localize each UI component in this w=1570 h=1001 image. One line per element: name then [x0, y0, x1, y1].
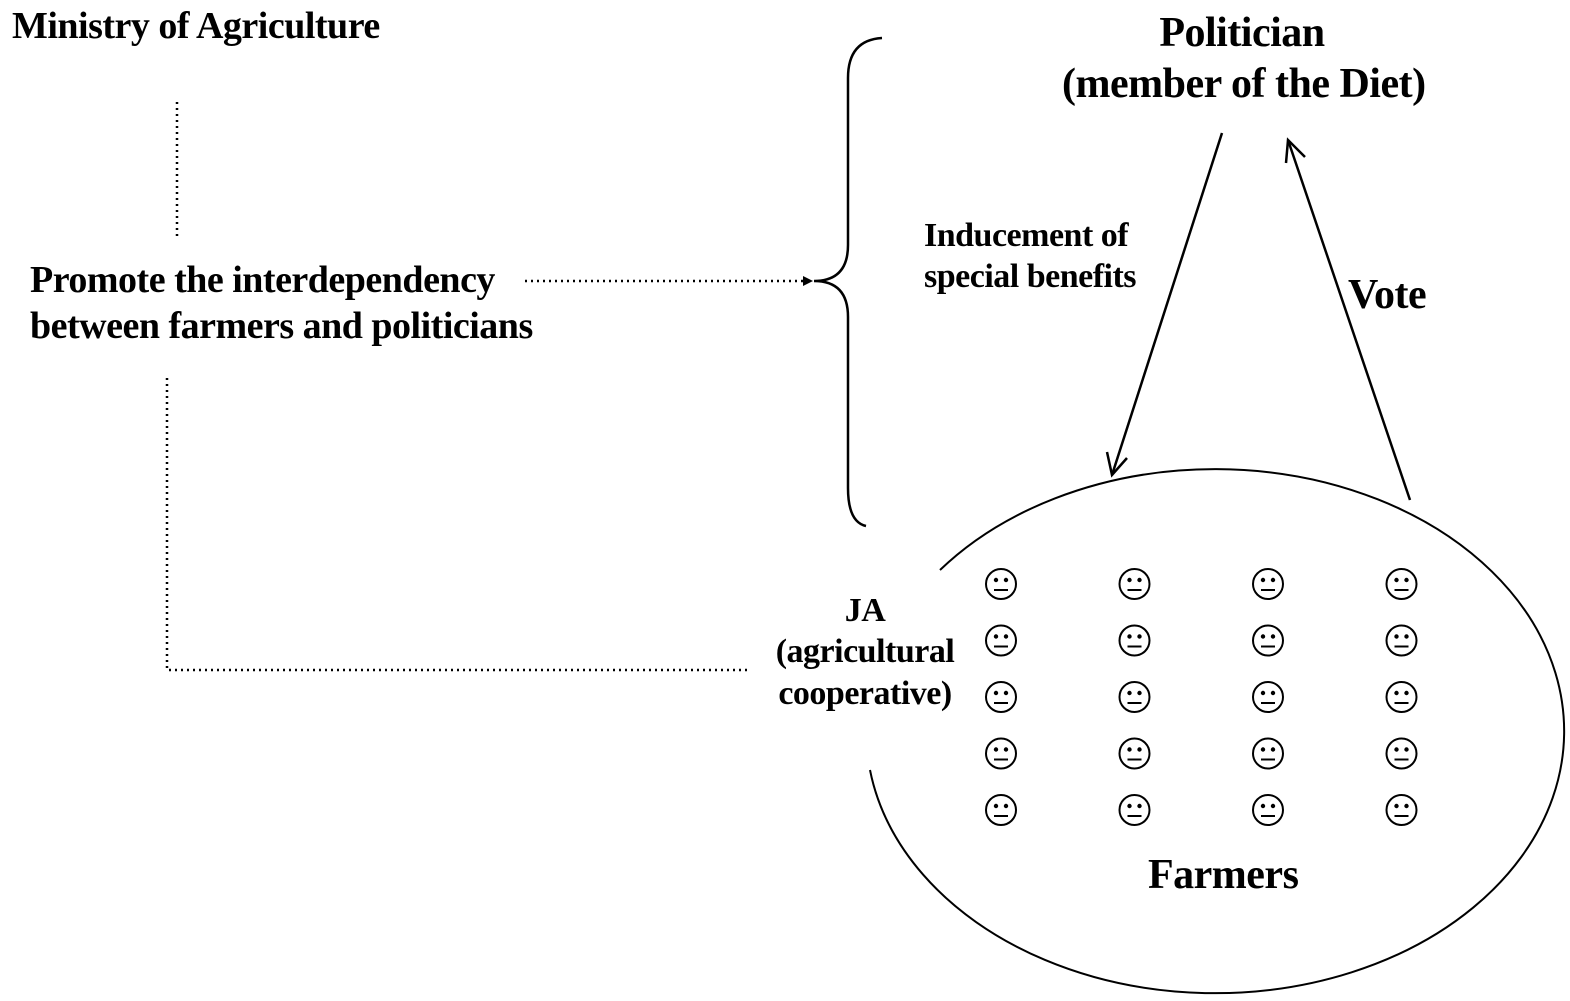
neutral-face-icon: [1118, 681, 1151, 713]
neutral-face-icon: [1118, 737, 1151, 770]
ja-connector-dotted-line: [165, 378, 748, 672]
neutral-face-icon: [1252, 568, 1284, 600]
neutral-face-icon: [1385, 624, 1418, 657]
inducement-arrow: [1105, 132, 1224, 478]
farmers-label: Farmers: [1148, 852, 1299, 898]
farmer-faces-grid: [985, 568, 1418, 826]
curly-brace: [813, 36, 883, 528]
vote-arrow: [1284, 137, 1412, 501]
neutral-face-icon: [985, 794, 1017, 826]
neutral-face-icon: [985, 681, 1017, 713]
neutral-face-icon: [1118, 624, 1151, 657]
farmers-ellipse: [869, 468, 1566, 995]
promote-label-line2: between farmers and politicians: [30, 305, 533, 348]
neutral-face-icon: [1385, 568, 1418, 600]
ministry-label: Ministry of Agriculture: [12, 5, 380, 47]
promote-label: Promote the interdependency between farm…: [30, 257, 533, 350]
inducement-label-line1: Inducement of: [924, 217, 1129, 254]
neutral-face-icon: [1252, 794, 1284, 826]
neutral-face-icon: [1385, 794, 1418, 826]
neutral-face-icon: [985, 624, 1017, 657]
neutral-face-icon: [1118, 794, 1151, 826]
neutral-face-icon: [1252, 737, 1284, 770]
neutral-face-icon: [1252, 624, 1284, 657]
ja-label-line3: cooperative): [778, 674, 952, 712]
vote-label: Vote: [1348, 272, 1427, 318]
neutral-face-icon: [985, 568, 1017, 600]
politician-label-line1: Politician: [1159, 10, 1325, 56]
ja-label: JA (agricultural cooperative): [765, 590, 965, 714]
neutral-face-icon: [1118, 568, 1151, 600]
inducement-label-line2: special benefits: [924, 258, 1137, 296]
inducement-label: Inducement of special benefits: [924, 215, 1137, 298]
ja-label-line2: (agricultural: [775, 633, 955, 671]
promote-label-line1: Promote the interdependency: [30, 259, 495, 301]
neutral-face-icon: [1385, 681, 1418, 713]
neutral-face-icon: [1252, 681, 1284, 713]
neutral-face-icon: [985, 737, 1017, 770]
politician-label: Politician (member of the Diet): [1062, 8, 1426, 110]
neutral-face-icon: [1385, 737, 1418, 770]
politician-label-line2: (member of the Diet): [1062, 61, 1426, 108]
ja-label-line1: JA: [844, 592, 886, 629]
